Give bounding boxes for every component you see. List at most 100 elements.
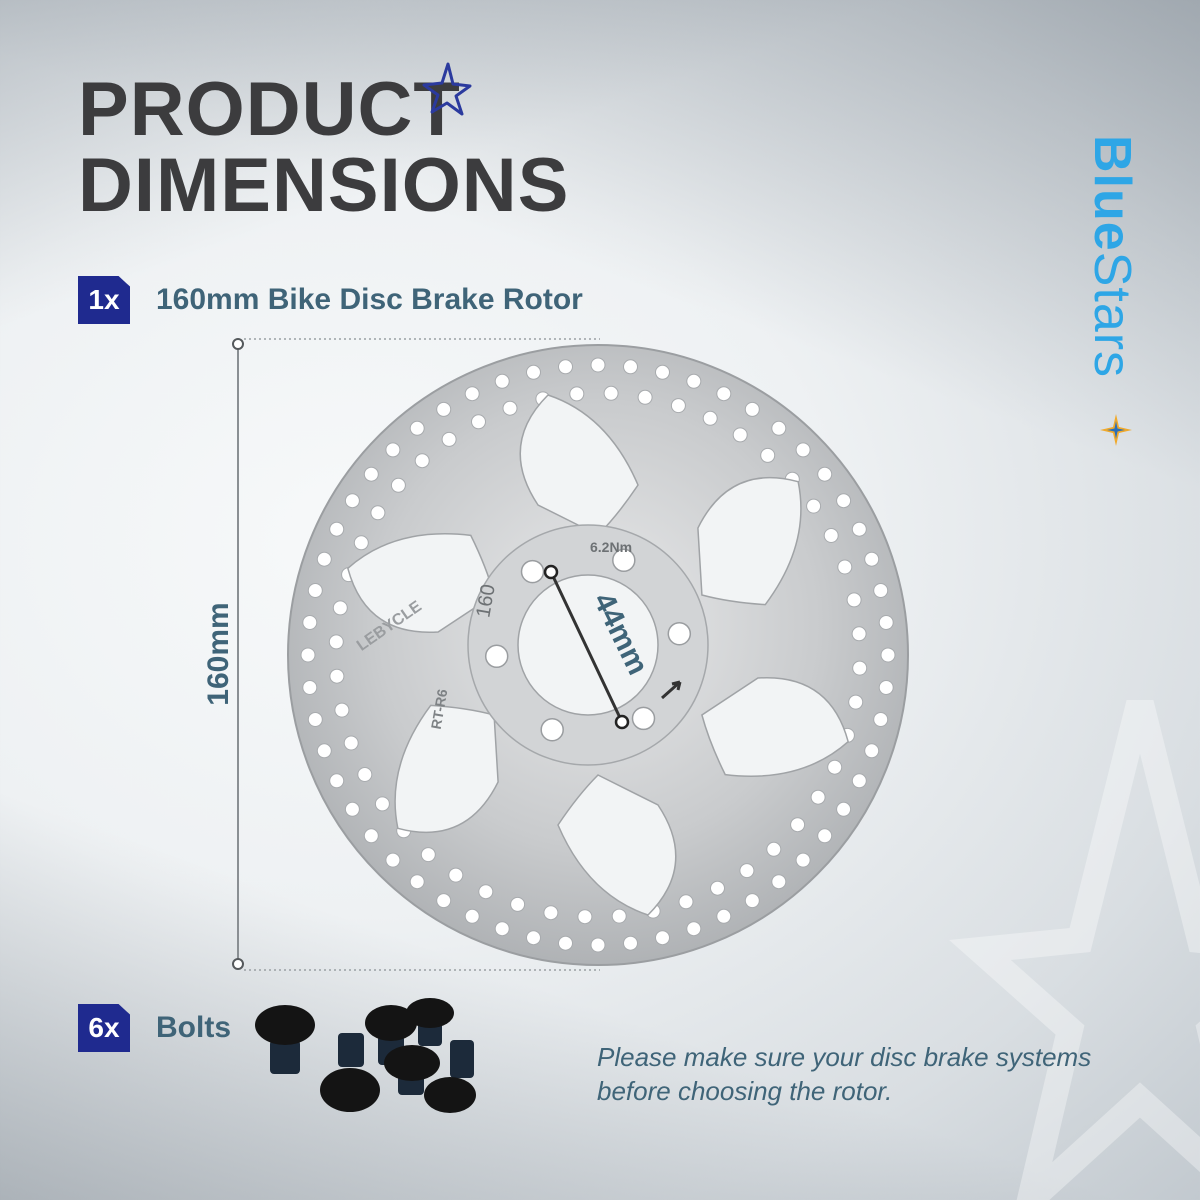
rotor-hole [464,386,480,402]
rotor-hole [494,373,510,389]
rotor-hole [414,453,430,469]
rotor-hole [441,431,457,447]
rotor-hole [873,583,889,598]
rotor-hole [502,400,518,416]
bolt [384,1045,440,1095]
rotor-hole [806,498,822,514]
rotor-hole [334,702,350,718]
rotor-hole [420,847,436,863]
rotor-hole [790,817,806,833]
rotor-bolt-hole [612,548,636,573]
rotor-hole [332,600,348,616]
rotor-bolt-hole [520,559,545,584]
rotor-hole [390,477,406,493]
rotor-hole [810,789,826,805]
rotor-hole [374,796,390,812]
rotor-hole [603,385,619,401]
headline-line-2: DIMENSIONS [78,143,570,228]
rotor-hole [837,559,853,575]
rotor-hole [795,442,811,458]
headline-line-1: PRODUCT [78,67,461,152]
rotor-hole [836,493,852,509]
rotor-hole [771,420,787,436]
rotor-hole [526,364,541,380]
brand-wordmark: BlueStars [1082,135,1142,378]
rotor-hole [329,668,345,684]
rotor-hole [851,773,867,789]
bolt-spacing-dot-1 [543,564,559,580]
compatibility-note: Please make sure your disc brake systems… [597,1042,1092,1106]
rotor-hole [494,921,510,937]
rotor-hole [302,615,318,630]
rotor-hole [878,680,894,695]
rotor-hole [363,466,379,482]
rotor-hole [316,551,332,567]
rotor-hole [510,896,526,912]
rotor-hole [577,909,593,925]
rotor-hole [385,852,401,868]
rotor-hole [558,935,573,951]
rotor-bolt-hole [540,717,564,742]
rotor-hole [655,364,670,380]
rotor-hole [678,894,694,910]
bolt [424,1040,476,1113]
rotor-hole [590,937,606,953]
bolt-spacing-dot-2 [614,714,630,730]
quantity-badge-bolts: 6x [78,1004,130,1052]
rotor-diagram: 160mm 160 6.2Nm LEBYCLE RT-R6 44mm [202,338,909,971]
rotor-hole [686,921,702,937]
rotor-hole [851,521,867,537]
rotor-bolt-hole [631,706,656,731]
bolts-image [255,998,476,1113]
rotor-hole [655,930,670,946]
bolt [406,998,454,1046]
rotor-hole [637,389,653,405]
rotor-hole [409,874,425,890]
rotor-outer-holes [300,357,896,953]
rotor-hole [716,386,732,402]
rotor-hole [464,908,480,924]
page-title: PRODUCT DIMENSIONS [78,72,569,224]
rotor-hole [343,735,359,751]
bolt [255,1005,315,1074]
brand-logo: BlueStars [1082,135,1142,455]
item-label-bolts: Bolts [156,1011,231,1044]
rotor-hole [848,694,864,710]
bolt-spacing-line [549,571,624,723]
rotor-hole [823,528,839,543]
rotor-hole [732,427,748,443]
height-dimension-bottom-dot [232,958,244,970]
rotor-hole [817,828,833,844]
quantity-badge-rotor: 1x [78,276,130,324]
rotor-hole [353,535,369,551]
rotor-hole [670,398,686,414]
rotor-hole [623,359,638,375]
rotor-hole [307,712,323,727]
rotor-spoke-cutouts [346,394,850,916]
item-label-rotor: 160mm Bike Disc Brake Rotor [156,283,583,316]
rotor-hole [526,930,541,946]
rotor-hole [710,880,725,896]
rotor-hole [328,634,344,650]
brand-part-1: Blue [1083,135,1141,252]
rotor-hole [344,801,360,817]
headline-star-icon [422,62,472,116]
background-star-icon [949,700,1200,1200]
rotor-hole [852,660,868,676]
rotor-hole [716,908,732,924]
bolt [320,1033,380,1112]
rotor-hole [448,867,464,883]
rotation-arrow-icon [661,680,682,700]
rotor-hole [836,801,852,817]
rotor-hole [795,852,811,868]
rotor-hole [363,828,379,844]
rotor-hole [702,410,718,426]
rotor-hole [851,626,867,642]
rotor-torque-marking: 6.2Nm [590,539,632,555]
rotor-hole [744,893,760,909]
rotor-hole [329,521,345,537]
rotor-hole [357,767,373,782]
rotor-hole [611,908,627,924]
rotor-hole [864,743,880,759]
rotor-hole [344,493,360,509]
